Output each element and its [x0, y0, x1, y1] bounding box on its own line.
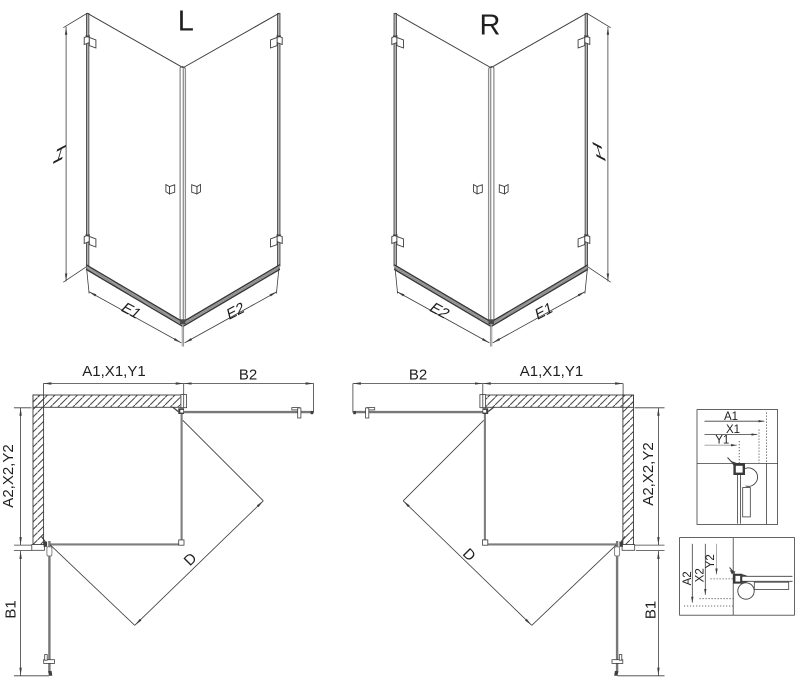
svg-text:L: L: [178, 5, 194, 37]
svg-text:B2: B2: [239, 367, 257, 384]
svg-text:A1,X1,Y1: A1,X1,Y1: [82, 363, 145, 380]
svg-text:X2: X2: [694, 568, 706, 582]
svg-text:A2,X2,Y2: A2,X2,Y2: [0, 444, 17, 507]
svg-text:R: R: [480, 9, 501, 41]
svg-text:E2: E2: [425, 300, 453, 321]
svg-text:Y2: Y2: [705, 554, 717, 568]
svg-text:A2,X2,Y2: A2,X2,Y2: [640, 442, 657, 505]
svg-text:B1: B1: [3, 600, 20, 618]
svg-text:B2: B2: [409, 367, 427, 384]
svg-text:A2: A2: [682, 571, 694, 585]
svg-text:B1: B1: [643, 601, 660, 619]
svg-text:E1: E1: [117, 300, 145, 321]
svg-text:Y1: Y1: [715, 435, 729, 447]
svg-text:A1: A1: [724, 411, 738, 423]
svg-text:A1,X1,Y1: A1,X1,Y1: [520, 363, 583, 380]
svg-text:X1: X1: [726, 424, 740, 436]
svg-text:E1: E1: [534, 299, 554, 324]
svg-text:E2: E2: [225, 299, 245, 324]
